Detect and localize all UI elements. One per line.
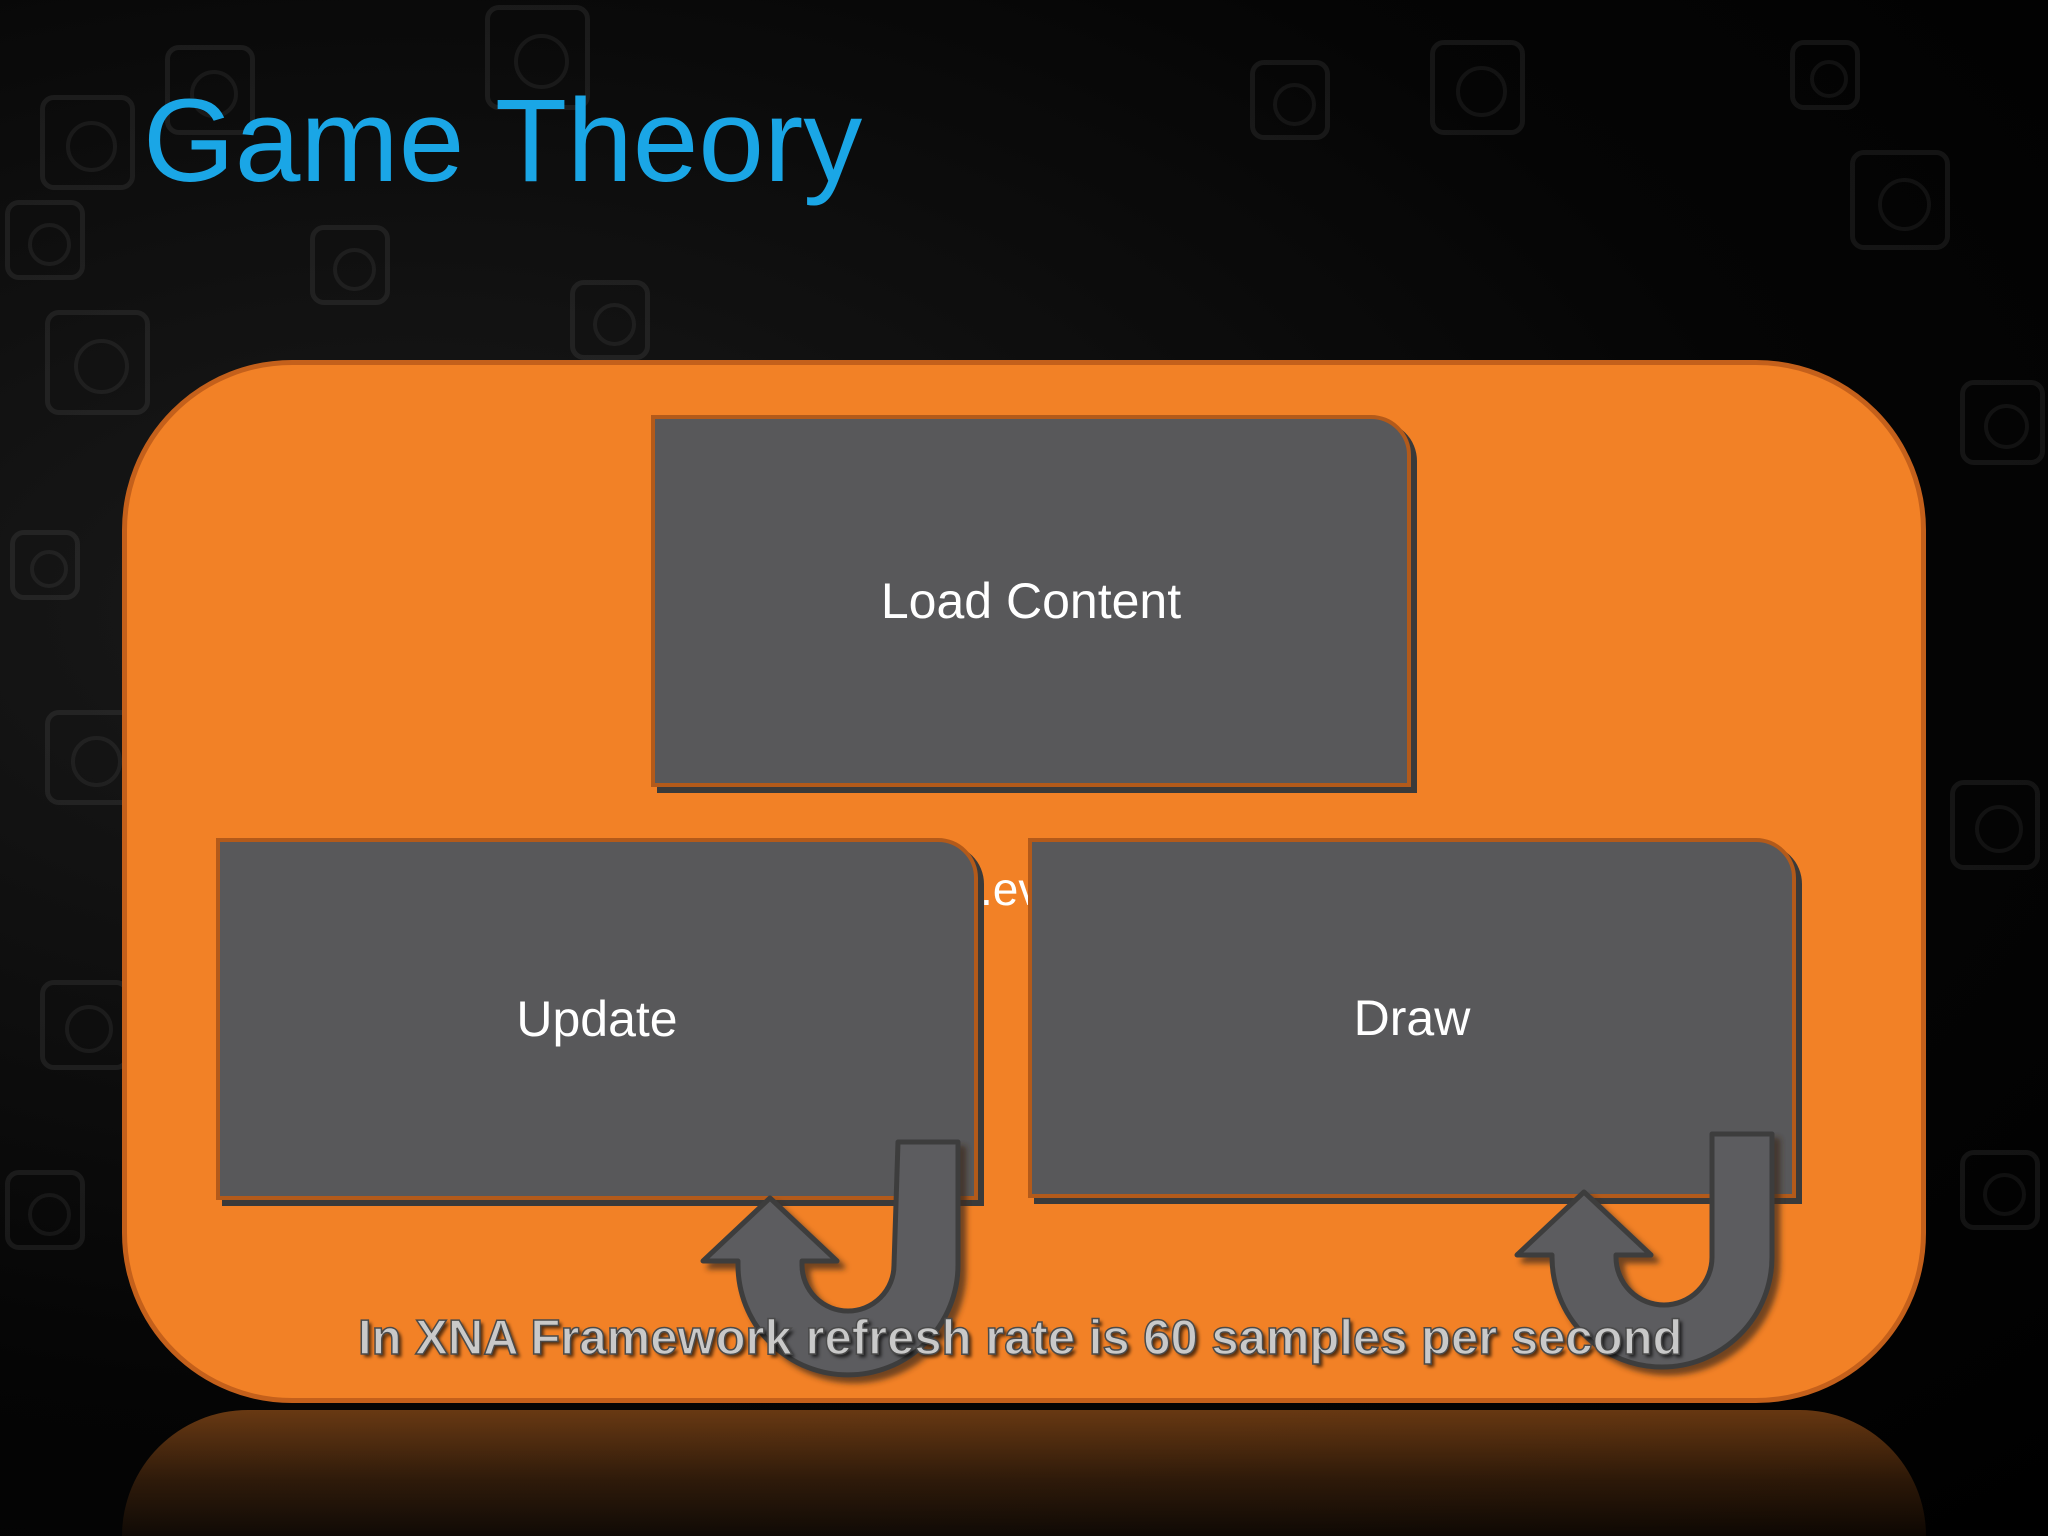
container-reflection [122, 1410, 1926, 1536]
update-box: Update [216, 838, 978, 1200]
background-icon [165, 45, 255, 135]
load-content-label: Load Content [880, 573, 1182, 629]
background-icon [10, 530, 80, 600]
update-label: Update [516, 991, 678, 1047]
draw-label: Draw [1353, 990, 1471, 1046]
partially-hidden-text: .ev [980, 863, 1032, 915]
background-icon [1790, 40, 1860, 110]
background-icon [310, 225, 390, 305]
background-icon [1960, 380, 2045, 465]
background-icon [485, 5, 590, 110]
refresh-rate-note: In XNA Framework refresh rate is 60 samp… [357, 1310, 1683, 1366]
background-icon [5, 1170, 85, 1250]
background-icon [40, 980, 130, 1070]
load-content-box: Load Content [651, 415, 1411, 787]
background-icon [1960, 1150, 2040, 1230]
background-icon [1950, 780, 2040, 870]
background-icon [1250, 60, 1330, 140]
background-icon [1850, 150, 1950, 250]
background-icon [45, 310, 150, 415]
background-icon [5, 200, 85, 280]
background-icon [40, 95, 135, 190]
background-icon [570, 280, 650, 360]
slide-title: Game Theory [143, 75, 863, 207]
background-icon [1430, 40, 1525, 135]
draw-box: Draw [1028, 838, 1796, 1198]
